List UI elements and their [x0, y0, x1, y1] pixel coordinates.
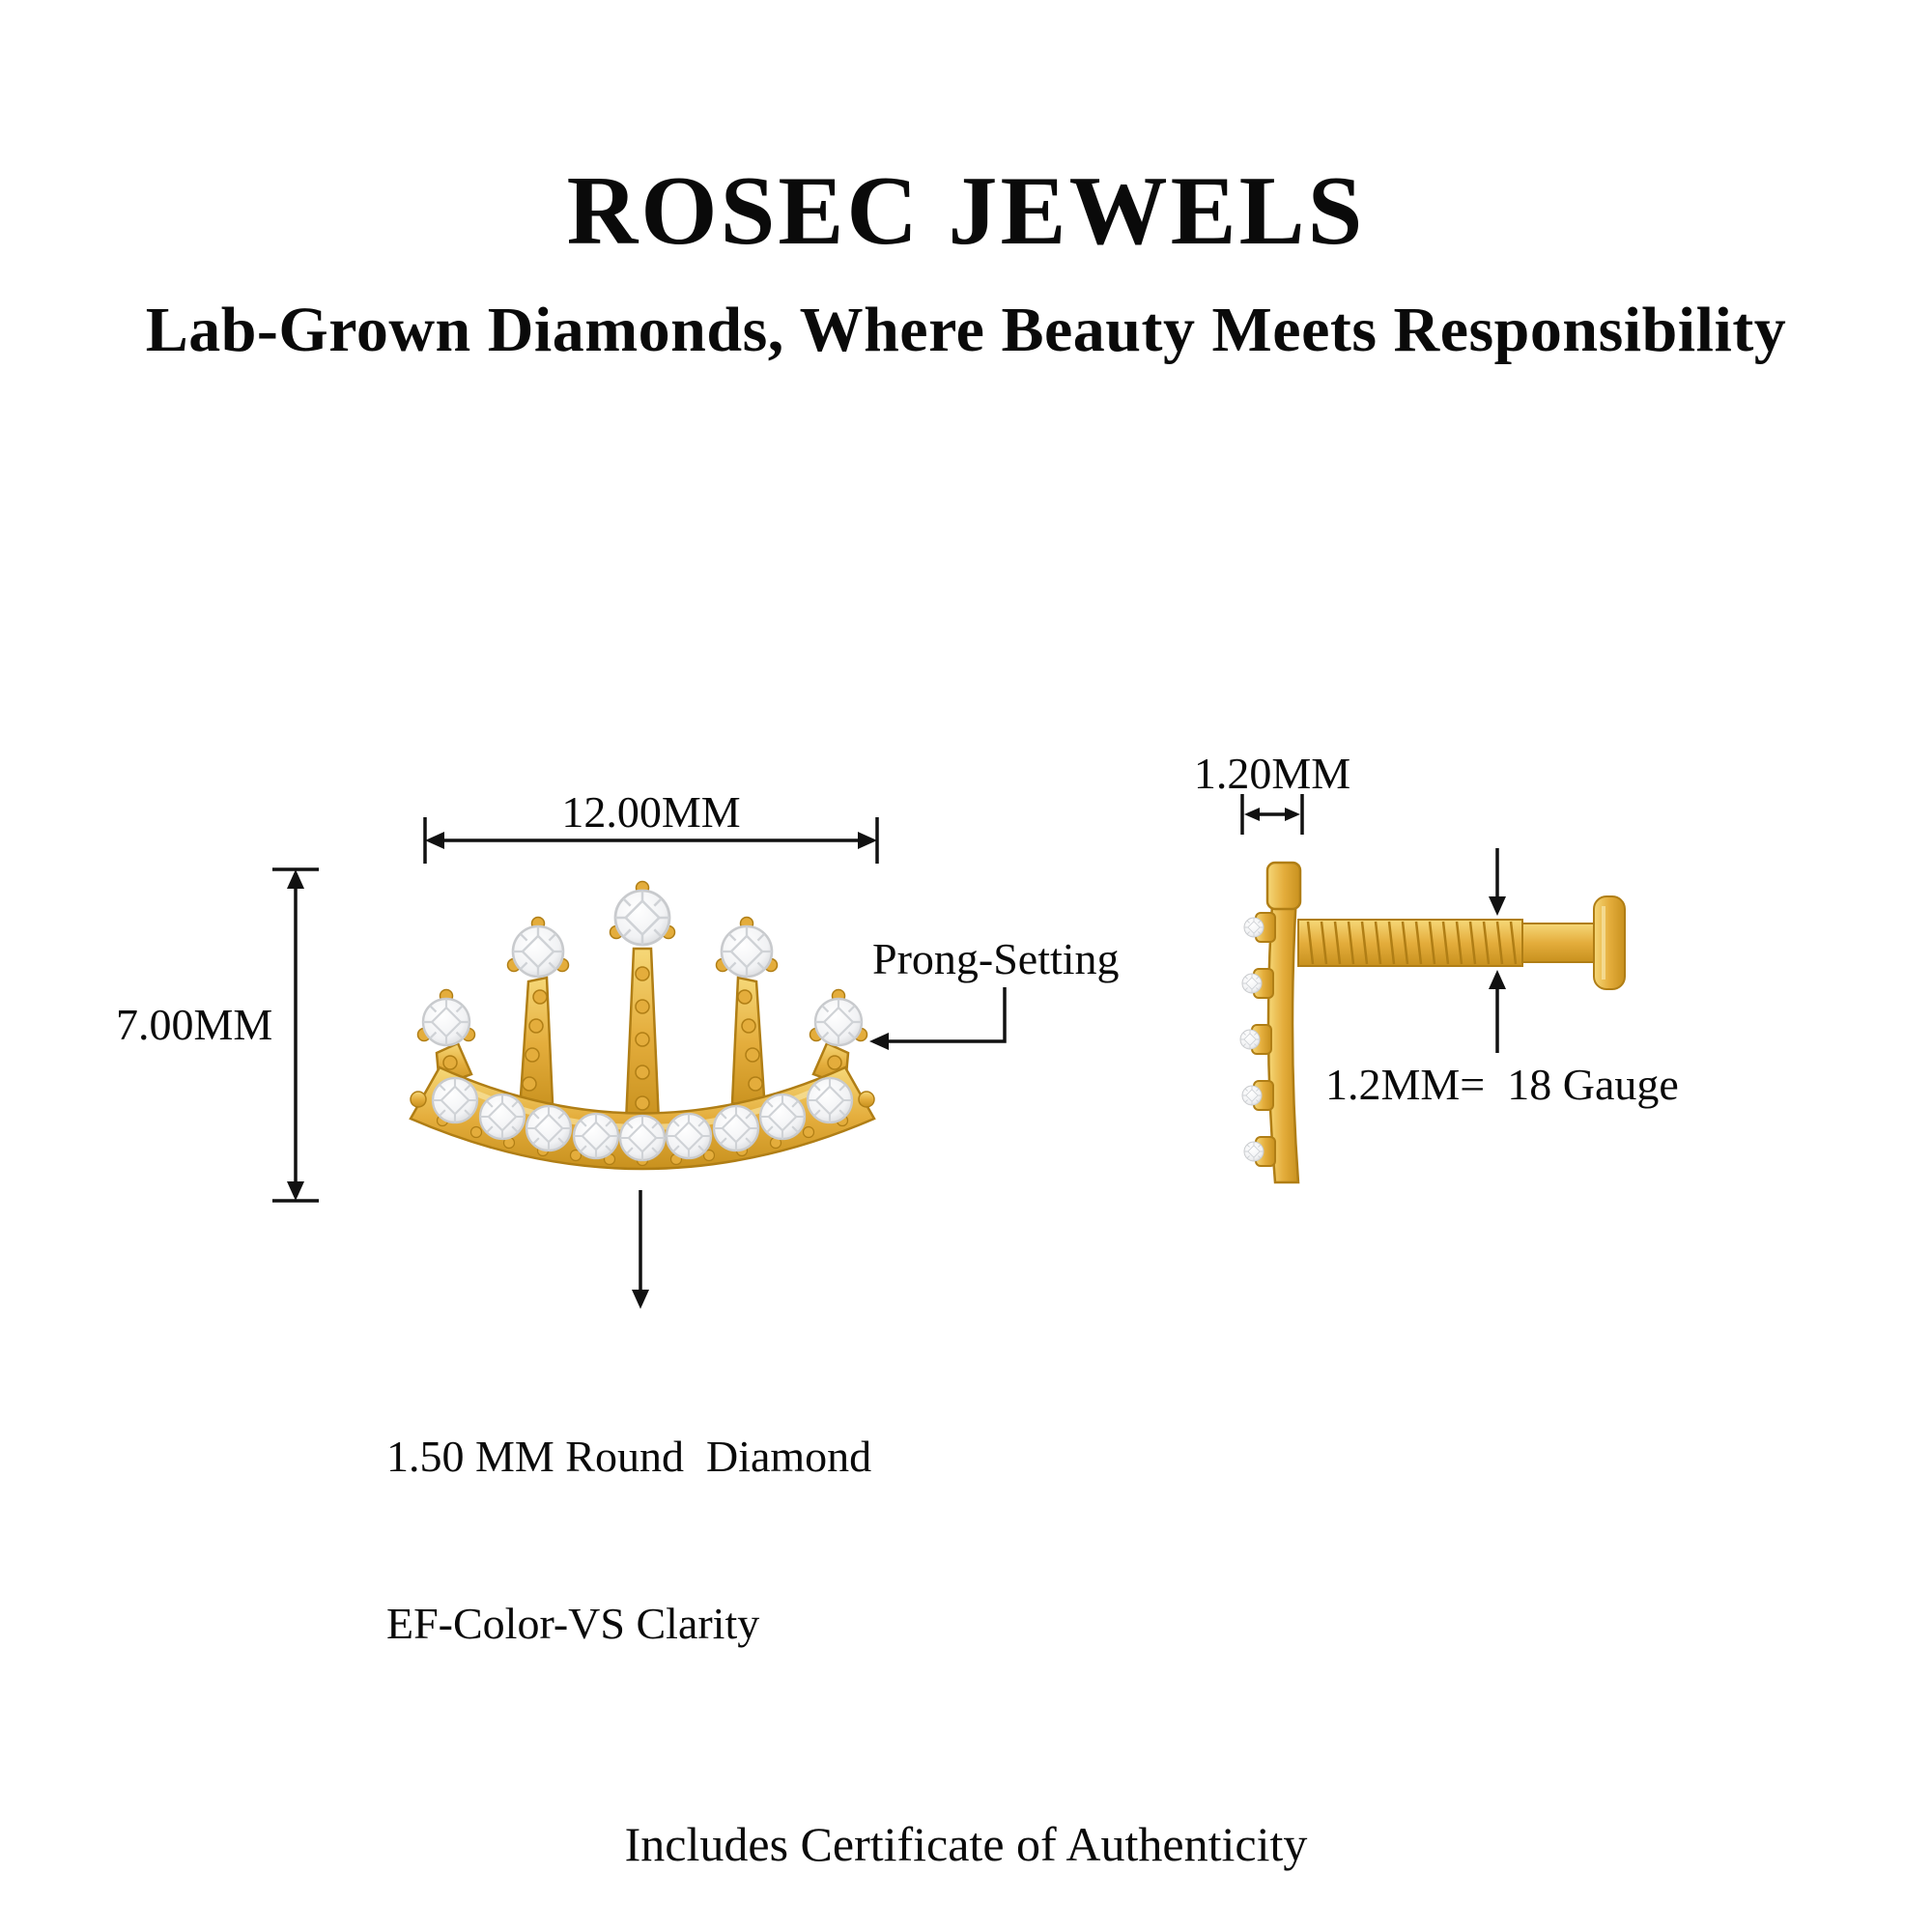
post-collar [1521, 923, 1597, 963]
post-diameter-label: 1.20MM [1193, 749, 1351, 798]
post-disc-back [1593, 895, 1626, 990]
gauge-label: 1.2MM= 18 Gauge [1325, 1060, 1679, 1109]
spike-milgrain-dots [442, 966, 842, 1111]
side-profile-top-tab [1265, 861, 1302, 911]
height-dimension-line [272, 867, 319, 1203]
crown-spikes [435, 947, 850, 1124]
post-width-dimension [1240, 794, 1304, 835]
width-dimension-line [423, 817, 879, 864]
prong-setting-label: Prong-Setting [872, 934, 1120, 983]
diamond-spec-arrow [632, 1190, 649, 1309]
diamond-spec-label: 1.50 MM Round Diamond EF-Color-VS Clarit… [386, 1318, 1005, 1707]
diamond-spec-line1: 1.50 MM Round Diamond [386, 1432, 872, 1481]
height-dimension-label: 7.00MM [116, 1000, 273, 1049]
width-dimension-label: 12.00MM [561, 787, 741, 837]
prong-setting-arrow [869, 987, 1007, 1050]
post-threads [1306, 921, 1518, 965]
crown-side-illustration [1239, 861, 1626, 1184]
diamond-spec-line2: EF-Color-VS Clarity [386, 1598, 760, 1648]
certificate-note: Includes Certificate of Authenticity [624, 1817, 1308, 1871]
crown-front-illustration [409, 880, 876, 1171]
earring-post [1297, 895, 1626, 990]
gauge-arrows [1489, 848, 1506, 1053]
brand-title: ROSEC JEWELS [566, 156, 1366, 267]
brand-tagline: Lab-Grown Diamonds, Where Beauty Meets R… [145, 294, 1787, 365]
